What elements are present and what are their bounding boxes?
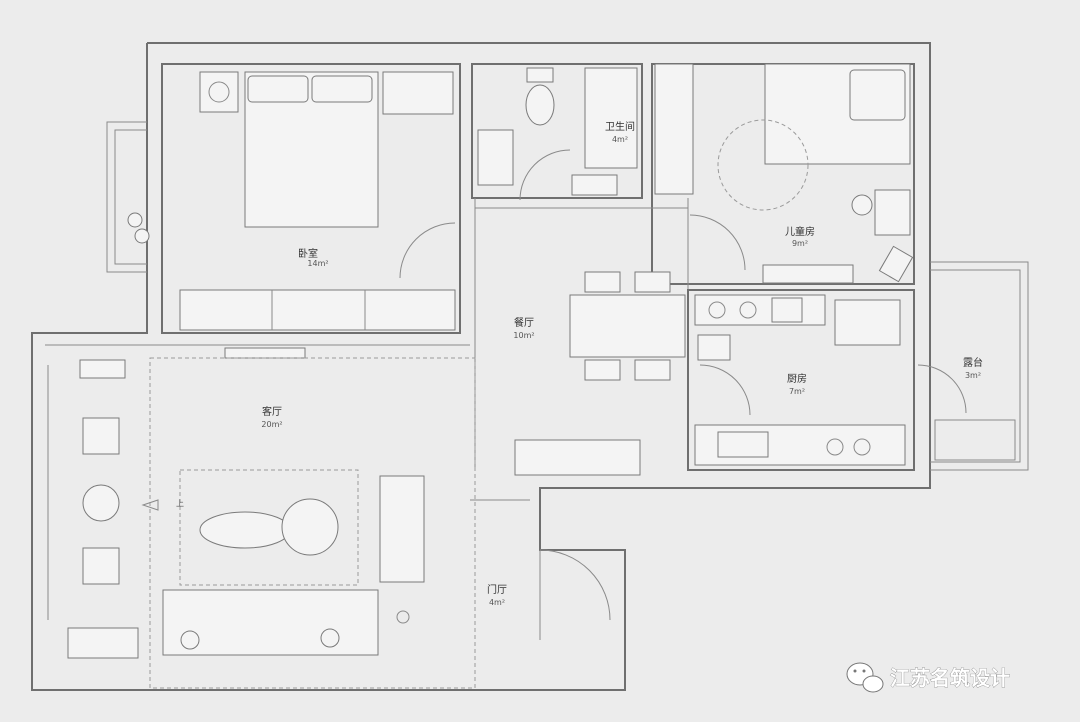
burner: [826, 438, 844, 456]
desk: [874, 189, 911, 236]
round-table: [281, 498, 339, 556]
bathroom-fixtures: [477, 67, 638, 201]
room-area-dining: 10m²: [513, 331, 534, 340]
watermark: 江苏名筑设计: [846, 662, 1010, 693]
terrace: [917, 261, 1029, 471]
armchair: [82, 417, 120, 455]
dining-furniture: [474, 198, 689, 470]
living-room-furniture: 上: [45, 344, 476, 689]
counter-top: [694, 294, 826, 326]
room-name-living: 客厅: [262, 405, 282, 418]
bedroom-furniture: [179, 71, 456, 331]
room-area-entry: 4m²: [489, 598, 505, 607]
room-area-bathroom: 4m²: [612, 135, 628, 144]
bookshelf: [654, 63, 694, 195]
burner: [853, 438, 871, 456]
room-name-dining: 餐厅: [514, 316, 534, 329]
coffee-table: [199, 511, 291, 549]
room-area-kids: 9m²: [792, 239, 808, 248]
wardrobe: [179, 289, 456, 331]
stair-arrow: [141, 499, 159, 511]
nightstand: [199, 71, 239, 113]
room-name-bathroom: 卫生间: [605, 120, 635, 133]
desk-chair: [851, 194, 873, 216]
room-area-living: 20m²: [261, 420, 282, 429]
room-name-kids: 儿童房: [785, 225, 815, 238]
entry-furniture: [396, 439, 641, 640]
toilet: [525, 84, 555, 126]
stair-label: 上: [176, 499, 184, 508]
room-area-kitchen: 7m²: [789, 387, 805, 396]
room-labels: 卧室 14m² 卫生间 4m² 儿童房 9m² 餐厅 10m² 厨房 7m² 露…: [261, 120, 983, 607]
tv-cabinet: [224, 347, 306, 359]
room-name-kitchen: 厨房: [787, 372, 807, 385]
kitchen-furniture: [687, 289, 915, 471]
fridge: [834, 299, 901, 346]
sink: [717, 431, 769, 458]
room-area-bedroom: 14m²: [307, 259, 328, 268]
watermark-text: 江苏名筑设计: [890, 666, 1010, 690]
shower: [584, 67, 638, 169]
dresser: [382, 71, 454, 115]
bedroom-balcony: [106, 121, 150, 273]
washbasin: [477, 129, 514, 186]
side-table: [82, 484, 120, 522]
wechat-icon: [846, 662, 884, 693]
kids-room-furniture: [654, 63, 914, 284]
room-name-entry: 门厅: [487, 583, 507, 596]
armchair: [82, 547, 120, 585]
chair-shape: [127, 212, 150, 244]
room-name-terrace: 露台: [963, 356, 983, 369]
sofa: [162, 589, 379, 656]
console: [379, 475, 425, 583]
room-name-bedroom: 卧室: [298, 247, 318, 260]
rug: [179, 469, 359, 586]
dining-table: [569, 294, 686, 358]
room-area-terrace: 3m²: [965, 371, 981, 380]
